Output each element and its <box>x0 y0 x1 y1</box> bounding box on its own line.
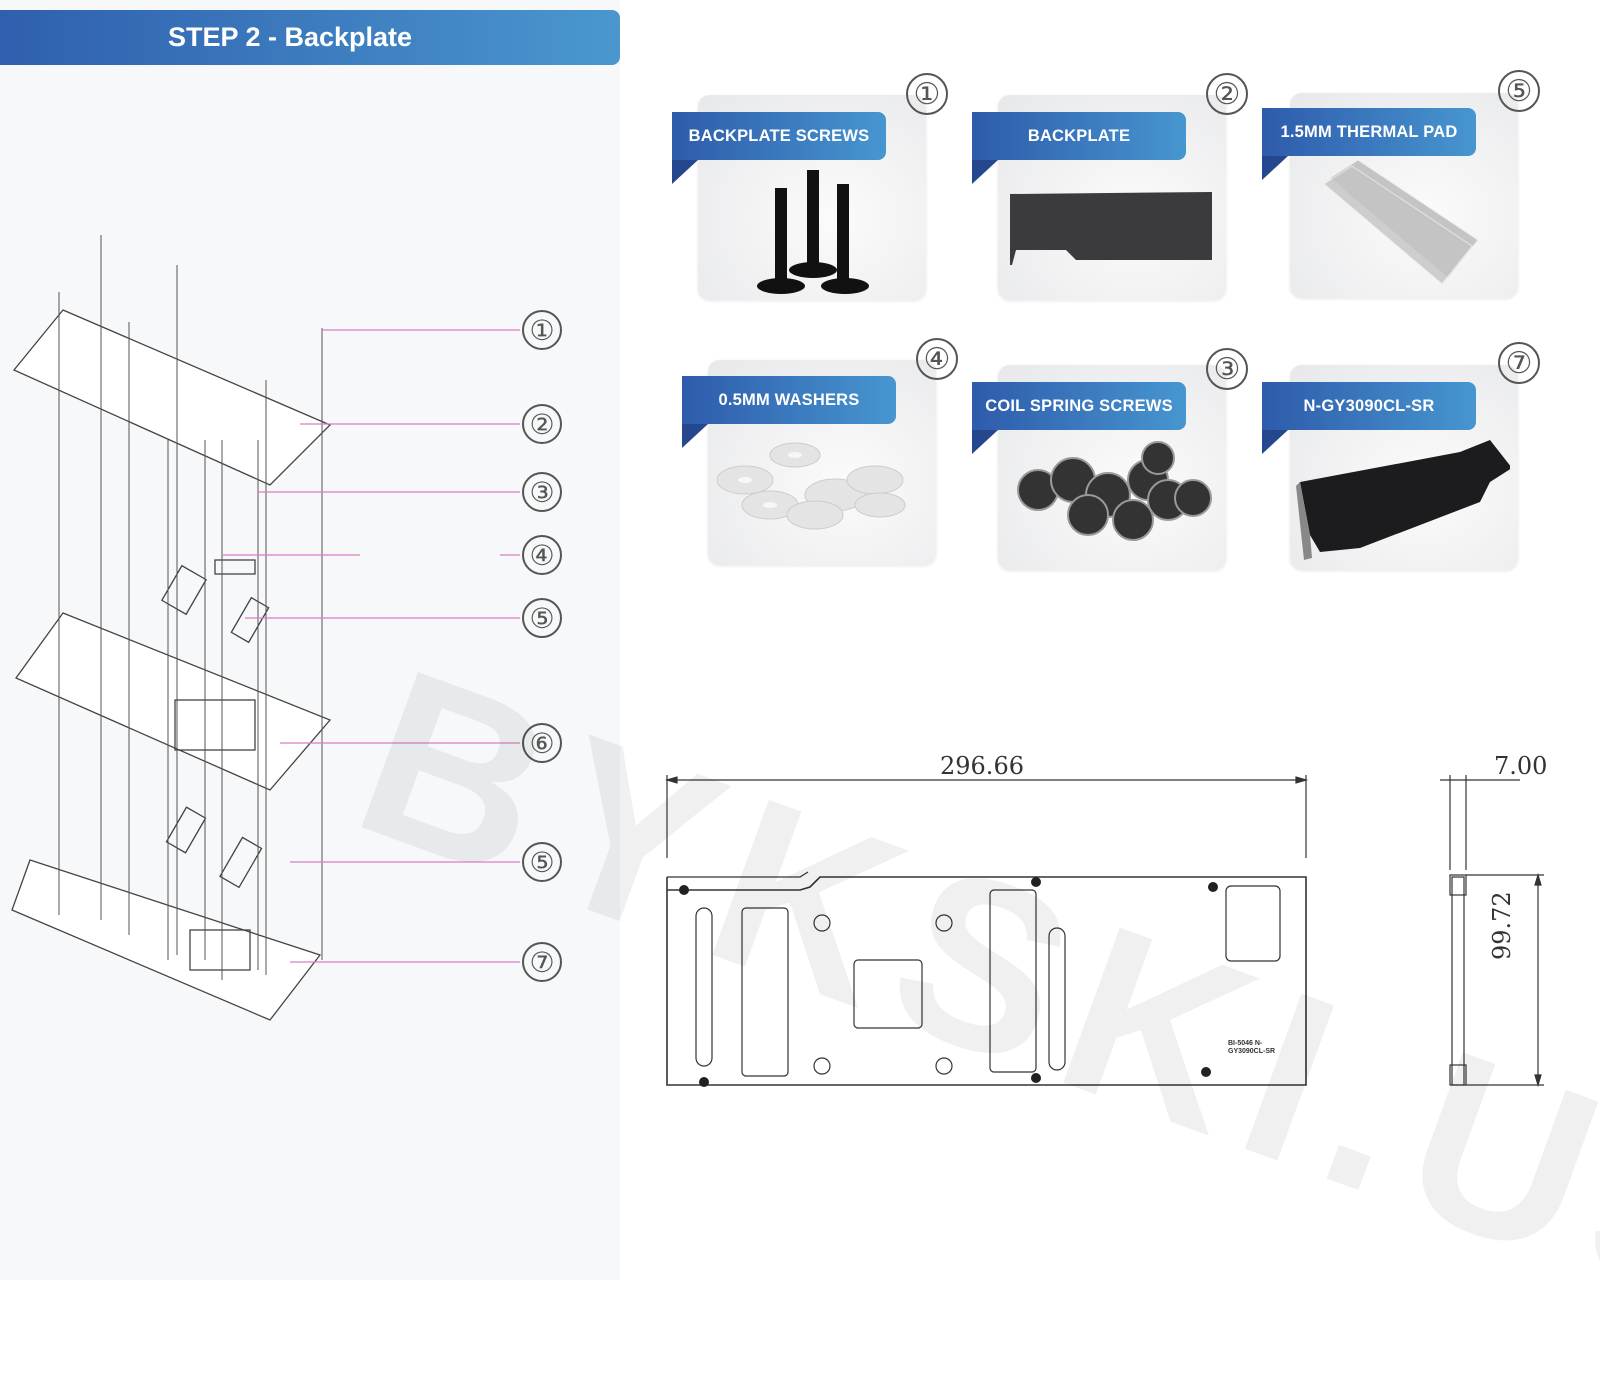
part-label: COIL SPRING SCREWS <box>972 382 1186 430</box>
part-number: ① <box>906 73 948 115</box>
callout-3: ③ <box>522 472 562 512</box>
thermal-pad-image <box>1323 160 1479 285</box>
plate-engraving: BI-5046 N-GY3090CL-SR <box>1228 1040 1276 1055</box>
technical-drawing <box>664 775 1544 1088</box>
part-label: 1.5MM THERMAL PAD <box>1262 108 1476 156</box>
callout-2: ② <box>522 404 562 444</box>
part-label: 0.5MM WASHERS <box>682 376 896 424</box>
callout-7: ⑦ <box>522 942 562 982</box>
thickness-dimension: 7.00 <box>1494 752 1548 780</box>
part-number: ⑤ <box>1498 70 1540 112</box>
part-label: BACKPLATE <box>972 112 1186 160</box>
step-header: STEP 2 - Backplate <box>0 10 620 65</box>
callout-4: ④ <box>522 535 562 575</box>
exploded-diagram <box>11 235 520 1021</box>
screws-image <box>757 170 869 294</box>
part-label: N-GY3090CL-SR <box>1262 382 1476 430</box>
part-number: ② <box>1206 73 1248 115</box>
coil-springs-image <box>1017 441 1212 541</box>
width-dimension: 296.66 <box>940 752 1024 780</box>
step-title: STEP 2 - Backplate <box>167 22 413 52</box>
part-label: BACKPLATE SCREWS <box>672 112 886 160</box>
callout-5b: ⑤ <box>522 842 562 882</box>
part-number: ③ <box>1206 348 1248 390</box>
callout-5: ⑤ <box>522 598 562 638</box>
part-number: ④ <box>916 338 958 380</box>
callout-6: ⑥ <box>522 723 562 763</box>
waterblock-image <box>1296 440 1510 560</box>
part-number: ⑦ <box>1498 342 1540 384</box>
washers-image <box>716 442 906 530</box>
height-dimension: 99.72 <box>1488 891 1516 960</box>
backplate-image <box>1010 192 1212 265</box>
callout-1: ① <box>522 310 562 350</box>
